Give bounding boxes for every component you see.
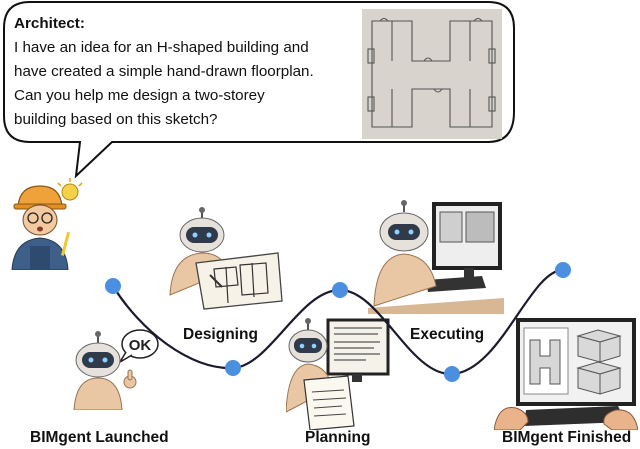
- request-line-2: have created a simple hand-drawn floorpl…: [14, 63, 314, 80]
- floorplan-sketch-image: [362, 9, 502, 139]
- request-line-4: building based on this sketch?: [14, 111, 218, 128]
- request-line-3: Can you help me design a two-storey: [14, 87, 265, 104]
- architect-illustration: [11, 178, 83, 270]
- node-executing: [444, 366, 460, 382]
- ok-bubble-text: OK: [129, 337, 152, 354]
- label-bimgent-launched: BIMgent Launched: [30, 429, 169, 446]
- label-designing: Designing: [183, 326, 258, 343]
- request-line-1: I have an idea for an H-shaped building …: [14, 39, 309, 56]
- robot-ok-illustration: OK: [73, 329, 159, 410]
- node-finished: [555, 262, 571, 278]
- robot-executing-illustration: [368, 200, 504, 314]
- robot-planning-illustration: [286, 318, 390, 430]
- label-executing: Executing: [410, 326, 485, 343]
- speaker-label: Architect:: [14, 15, 85, 32]
- label-bimgent-finished: BIMgent Finished: [502, 429, 632, 446]
- architect-request: Architect: I have an idea for an H-shape…: [14, 12, 364, 132]
- node-planning: [332, 282, 348, 298]
- finished-computer-illustration: [494, 318, 638, 430]
- node-designing: [225, 360, 241, 376]
- robot-designing-illustration: [169, 207, 283, 310]
- label-planning: Planning: [305, 429, 371, 446]
- node-launched: [105, 278, 121, 294]
